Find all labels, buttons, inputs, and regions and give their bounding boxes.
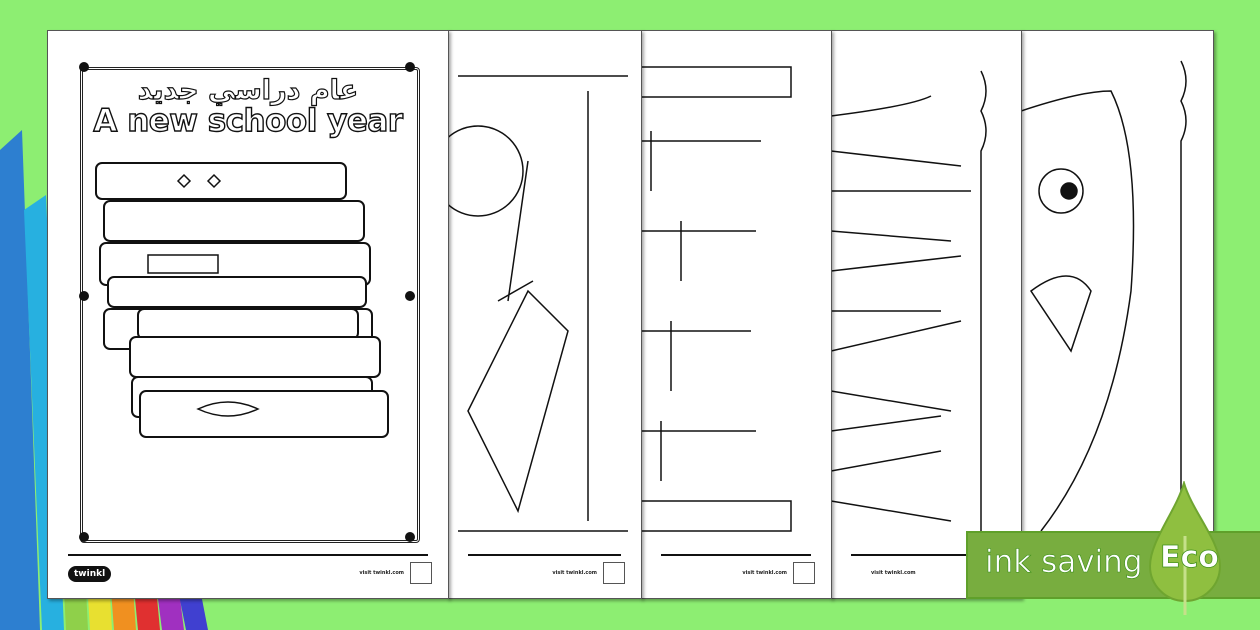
footer-divider bbox=[661, 554, 811, 556]
visit-text: visit twinkl.com bbox=[359, 570, 404, 576]
coloring-page-stars: visit twinkl.com bbox=[447, 30, 642, 599]
footer-divider bbox=[68, 554, 428, 556]
owl-illustration bbox=[1021, 60, 1187, 561]
ink-saving-label: ink saving bbox=[985, 544, 1143, 581]
children-illustration bbox=[641, 66, 792, 532]
title-english: A new school year bbox=[93, 102, 404, 139]
coloring-page-pencils: visit twinkl.com bbox=[830, 30, 1022, 599]
pencils-illustration bbox=[831, 70, 987, 551]
footer-divider bbox=[468, 554, 621, 556]
visit-text: visit twinkl.com bbox=[552, 570, 597, 576]
decorative-frame bbox=[80, 67, 420, 543]
footer-divider bbox=[851, 554, 1001, 556]
checked-stamp-icon bbox=[603, 562, 625, 584]
leaf-drop-icon bbox=[1148, 481, 1222, 615]
checked-stamp-icon bbox=[410, 562, 432, 584]
stars-and-book-illustration bbox=[448, 75, 628, 532]
coloring-page-owl bbox=[1020, 30, 1214, 572]
eco-label: Eco bbox=[1160, 540, 1220, 576]
book-stack-illustration bbox=[79, 62, 415, 542]
coloring-page-children: visit twinkl.com bbox=[640, 30, 832, 599]
visit-text: visit twinkl.com bbox=[871, 570, 916, 576]
cover-page: عام دراسي جديد A new school year twinkl … bbox=[47, 30, 449, 599]
title-arabic: عام دراسي جديد bbox=[137, 74, 359, 106]
twinkl-logo: twinkl bbox=[68, 566, 112, 582]
visit-text: visit twinkl.com bbox=[742, 570, 787, 576]
checked-stamp-icon bbox=[793, 562, 815, 584]
